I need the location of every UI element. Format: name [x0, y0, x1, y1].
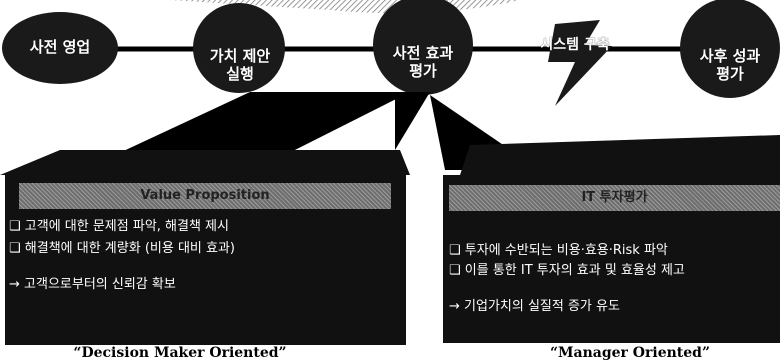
left-callout-band — [0, 150, 410, 175]
stage-circle-2 — [193, 3, 285, 93]
right-box-header-text: IT 투자평가 — [581, 190, 648, 205]
arrow-label: 시스템 구축 — [510, 36, 640, 54]
stage-label-4: 사후 성과 평가 — [682, 29, 778, 83]
stage-label-2: 가치 제안 실행 — [195, 29, 285, 83]
lightning-bolt-icon — [548, 20, 612, 106]
stage-circle-3 — [373, 0, 473, 95]
left-box-conclusion: → 고객으로부터의 신뢰감 확보 — [9, 277, 176, 292]
stage-circle-1 — [2, 12, 118, 84]
left-callout-wedge — [115, 92, 410, 155]
left-box-header: Value Proposition — [19, 183, 391, 209]
right-box-item-2: ❑ 이를 통한 IT 투자의 효과 및 효율성 제고 — [449, 263, 685, 278]
stage-label-3: 사전 효과 평가 — [375, 26, 471, 80]
stage-label-text-2: 가치 제안 실행 — [209, 47, 271, 83]
right-box-item-1: ❑ 투자에 수반되는 비용·효용·Risk 파악 — [449, 243, 668, 258]
arrow-label-text: 시스템 구축 — [540, 37, 610, 53]
left-caption: “Decision Maker Oriented” — [73, 345, 287, 361]
left-box-header-text: Value Proposition — [140, 188, 270, 203]
left-box-item-2: ❑ 해결책에 대한 계량화 (비용 대비 효과) — [9, 241, 235, 256]
right-box-conclusion: → 기업가치의 실질적 증가 유도 — [449, 299, 620, 314]
stage-label-text-3: 사전 효과 평가 — [392, 44, 454, 80]
right-callout-band — [460, 135, 780, 175]
stage-label-text-4: 사후 성과 평가 — [699, 47, 761, 83]
right-box-header: IT 투자평가 — [449, 185, 780, 211]
left-callout-wedge-2 — [395, 92, 430, 150]
stage-label-1: 사전 영업 — [12, 38, 108, 56]
stage-label-text-1: 사전 영업 — [29, 38, 91, 56]
left-info-box: Value Proposition ❑ 고객에 대한 문제점 파악, 해결책 제… — [5, 173, 406, 345]
stage-circle-4 — [680, 0, 780, 98]
right-caption: “Manager Oriented” — [549, 345, 710, 361]
right-info-box: IT 투자평가 ❑ 투자에 수반되는 비용·효용·Risk 파악 ❑ 이를 통한… — [443, 175, 780, 343]
left-box-item-1: ❑ 고객에 대한 문제점 파악, 해결책 제시 — [9, 219, 229, 234]
